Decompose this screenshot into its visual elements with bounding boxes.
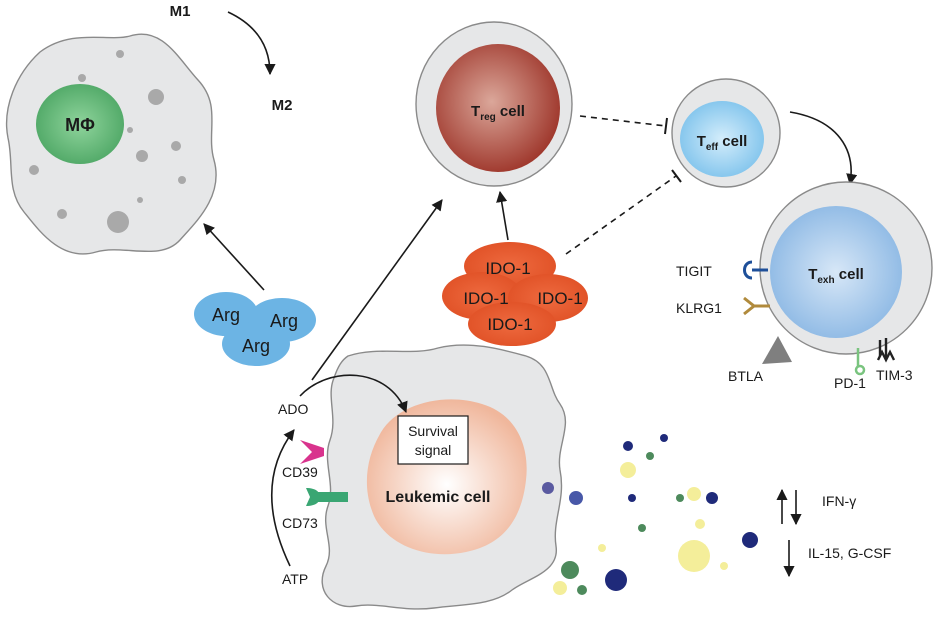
treg-label: Treg cell xyxy=(471,103,525,123)
ifn-up-down-arrows xyxy=(776,488,802,526)
teff-to-texh-arrow xyxy=(789,111,858,186)
il15-label: IL-15, G-CSF xyxy=(808,545,891,561)
m2-label: M2 xyxy=(272,97,293,114)
leukemic-label: Leukemic cell xyxy=(386,489,491,506)
arg-label-1: Arg xyxy=(212,305,240,325)
ifn-label: IFN-γ xyxy=(822,493,856,509)
pd1-label: PD-1 xyxy=(834,375,866,391)
ido1-label-top: IDO-1 xyxy=(485,259,530,278)
inhibition-bar-1 xyxy=(664,117,668,135)
tim3-receptor xyxy=(876,338,896,363)
treg-cell: Treg cell xyxy=(415,21,573,187)
macrophage-label: MΦ xyxy=(65,115,95,135)
ado-to-survival-arrow xyxy=(299,374,408,414)
arg-label-3: Arg xyxy=(242,336,270,356)
cd39-receptor xyxy=(300,440,324,464)
arg-to-macrophage-arrow xyxy=(203,223,265,291)
teff-nucleus xyxy=(680,101,764,177)
btla-receptor xyxy=(762,336,792,364)
ido1-inhibits-teff xyxy=(565,175,677,255)
cd73-label: CD73 xyxy=(282,515,318,531)
klrg1-receptor xyxy=(743,296,770,316)
ido1-cluster: IDO-1 IDO-1 IDO-1 IDO-1 xyxy=(442,242,588,346)
treg-nucleus xyxy=(436,44,560,172)
ido1-blob-bottom xyxy=(468,302,556,346)
ado-to-treg-arrow xyxy=(311,199,443,381)
inhibition-bar-2 xyxy=(671,169,682,183)
macrophage-nucleus xyxy=(36,84,124,164)
macrophage: MΦ xyxy=(6,33,217,255)
ido1-label-right: IDO-1 xyxy=(537,289,582,308)
tigit-receptor xyxy=(743,260,768,280)
texh-nucleus xyxy=(770,206,902,338)
tigit-label: TIGIT xyxy=(676,263,712,279)
ido1-to-treg-arrow xyxy=(496,190,509,241)
ido1-label-bottom: IDO-1 xyxy=(487,315,532,334)
treg-inhibits-teff xyxy=(579,115,667,127)
arg-cluster: Arg Arg Arg xyxy=(194,292,316,366)
m1-to-m2-arrow xyxy=(227,11,276,76)
atp-label: ATP xyxy=(282,571,308,587)
ado-label: ADO xyxy=(278,401,308,417)
arg-label-2: Arg xyxy=(270,311,298,331)
klrg1-label: KLRG1 xyxy=(676,300,722,316)
btla-label: BTLA xyxy=(728,368,764,384)
arg-blob-3 xyxy=(222,322,290,366)
tim3-label: TIM-3 xyxy=(876,367,913,383)
ido1-label-left: IDO-1 xyxy=(463,289,508,308)
survival-signal-box xyxy=(397,415,469,465)
cd39-label: CD39 xyxy=(282,464,318,480)
cd73-receptor xyxy=(306,488,348,506)
survival-label-line2: signal xyxy=(415,442,452,458)
secreted-factors xyxy=(542,434,758,595)
teff-label: Teff cell xyxy=(697,133,748,153)
leukemic-cell: Leukemic cell Survival signal xyxy=(321,344,567,610)
survival-label-line1: Survival xyxy=(408,423,458,439)
texh-cell: Texh cell xyxy=(759,181,933,355)
atp-to-ado-arrow xyxy=(271,429,295,567)
texh-label: Texh cell xyxy=(808,266,864,286)
m1-label: M1 xyxy=(170,3,191,20)
teff-cell: Teff cell xyxy=(671,78,781,188)
pd1-receptor xyxy=(854,348,866,376)
